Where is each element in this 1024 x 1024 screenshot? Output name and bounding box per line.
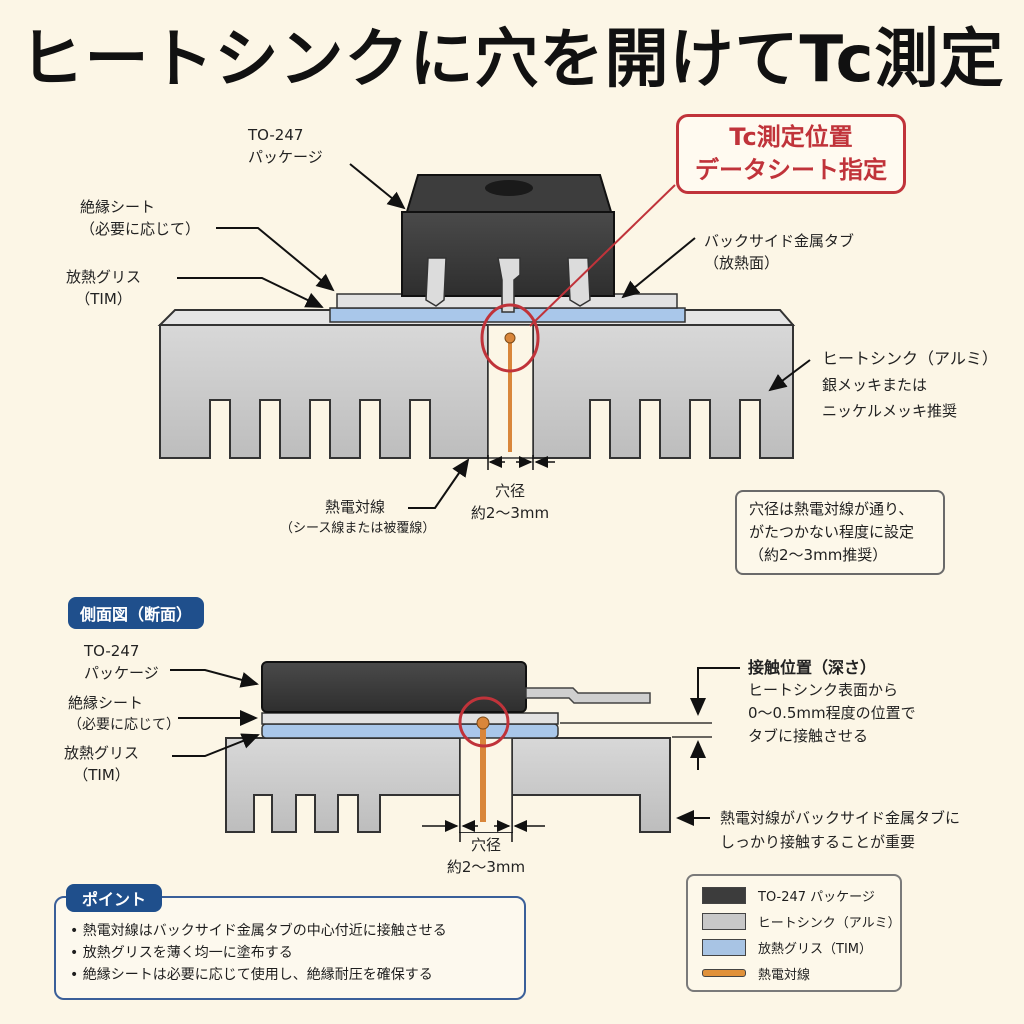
points-list: 熱電対線はバックサイド金属タブの中心付近に接触させる 放熱グリスを薄く均一に塗布… [70,920,447,986]
side-tc-highlight [458,696,510,748]
hole-note-box: 穴径は熱電対線が通り、 がたつかない程度に設定 （約2～3mm推奨） [735,490,945,575]
label-line: 放熱グリス [64,744,140,762]
depth-label: 接触位置（深さ） ヒートシンク表面から 0～0.5mm程度の位置で タブに接触さ… [748,656,916,748]
label-line: 穴径 [470,836,501,854]
label-line: 放熱グリス [66,268,142,286]
note-line: 穴径は熱電対線が通り、 [749,500,914,518]
top-heatsink-body [159,324,794,459]
side-insulation [261,712,559,725]
legend-item-heatsink: ヒートシンク（アルミ） [702,908,901,934]
label-line: （必要に応じて） [68,717,180,733]
side-grease [261,723,559,739]
label-line: 接触位置（深さ） [748,658,877,677]
side-heatsink [225,737,671,833]
top-package [401,174,615,313]
heatsink-label: ヒートシンク（アルミ） 銀メッキまたは ニッケルメッキ推奨 [822,346,998,424]
point-item: 放熱グリスを薄く均一に塗布する [70,942,447,964]
side-package [261,661,527,713]
legend-item-package: TO-247 パッケージ [702,882,900,908]
label-line: （シース線または被覆線） [280,521,436,536]
legend-item-grease: 放熱グリス（TIM） [702,934,900,960]
label-line: ヒートシンク（アルミ） [822,349,998,368]
label-line: しっかり接触することが重要 [720,833,916,851]
label-line: （TIM） [73,766,130,784]
note-line: がたつかない程度に設定 [749,523,915,541]
page-title: ヒートシンクに穴を開けてTc測定 [19,23,1005,97]
label-line: 約2～3mm [446,858,526,876]
callout-line: データシート指定 [695,156,887,184]
note-line: （約2～3mm推奨） [749,546,888,564]
legend: TO-247 パッケージ ヒートシンク（アルミ） 放熱グリス（TIM） 熱電対線 [686,874,902,992]
label-line: バックサイド金属タブ [704,232,855,250]
label-line: （必要に応じて） [80,220,201,238]
label-line: 銀メッキまたは [822,376,928,394]
legend-swatch [702,938,746,956]
label-line: 穴径 [494,482,525,500]
top-insulation-label: 絶縁シート （必要に応じて） [80,196,200,240]
top-hole-label: 穴径 約2～3mm [450,480,570,524]
legend-label: 放熱グリス（TIM） [758,941,872,957]
side-view-tag: 側面図（断面） [68,597,205,629]
label-line: 約2～3mm [470,504,550,522]
legend-label: ヒートシンク（アルミ） [757,915,901,931]
label-line: TO-247 [84,642,140,660]
label-line: パッケージ [84,664,159,682]
label-line: ヒートシンク表面から [748,681,899,699]
label-line: TO-247 [248,126,304,144]
legend-swatch [702,886,746,904]
tab-label: バックサイド金属タブ （放熱面） [704,230,854,274]
side-grease-label: 放熱グリス （TIM） [64,742,139,786]
label-line: 熱電対線 [324,498,385,516]
label-line: タブに接触させる [748,727,869,745]
top-tc-highlight [480,303,540,373]
points-tag: ポイント [66,884,163,912]
top-heatsink [157,309,796,459]
legend-label: 熱電対線 [758,967,811,983]
label-line: 0～0.5mm程度の位置で [748,704,916,722]
label-line: 熱電対線がバックサイド金属タブに [720,809,961,827]
contact-note: 熱電対線がバックサイド金属タブに しっかり接触することが重要 [720,806,960,854]
callout-line: Tc測定位置 [729,123,853,151]
label-line: 絶縁シート [68,694,144,712]
point-item: 絶縁シートは必要に応じて使用し、絶縁耐圧を確保する [70,964,447,986]
side-package-label: TO-247 パッケージ [84,640,159,684]
top-grease-label: 放熱グリス （TIM） [66,266,141,310]
legend-label: TO-247 パッケージ [758,889,875,905]
legend-item-thermocouple: 熱電対線 [702,960,900,986]
point-item: 熱電対線はバックサイド金属タブの中心付近に接触させる [70,920,447,942]
points-box: 熱電対線はバックサイド金属タブの中心付近に接触させる 放熱グリスを薄く均一に塗布… [54,896,526,1000]
label-line: （TIM） [75,290,132,308]
tc-position-callout: Tc測定位置 データシート指定 [676,114,906,194]
thermocouple-label: 熱電対線 （シース線または被覆線） [280,496,436,540]
label-line: ニッケルメッキ推奨 [822,402,958,420]
label-line: （放熱面） [704,254,780,272]
top-package-label: TO-247 パッケージ [248,124,323,168]
side-insulation-label: 絶縁シート （必要に応じて） [68,692,180,736]
label-line: パッケージ [248,148,323,166]
legend-swatch [702,912,746,930]
side-hole-label: 穴径 約2～3mm [426,834,546,878]
label-line: 絶縁シート [80,198,156,216]
legend-swatch [702,969,746,977]
